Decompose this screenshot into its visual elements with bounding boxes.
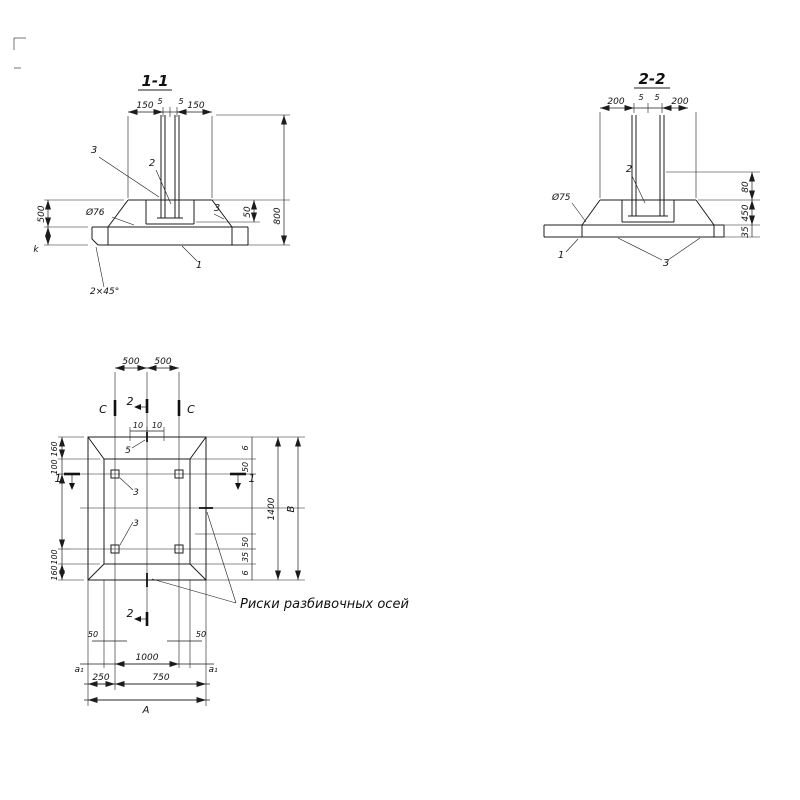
part-label-2: 2 <box>626 164 632 175</box>
cut-c-left-label: С <box>99 403 107 416</box>
dim-500-right: 500 <box>154 357 171 367</box>
dim-a1-left: а₁ <box>74 665 84 675</box>
dim-450: 450 <box>741 204 751 221</box>
section-1-1-top-dims: 150 5 5 150 <box>127 97 213 198</box>
part-label-1: 1 <box>558 250 564 261</box>
dim-250: 250 <box>92 673 109 683</box>
part-label-3b: 3 <box>133 519 139 529</box>
dim-35: 35 <box>241 552 250 562</box>
section-2-2: 2-2 200 5 5 200 <box>543 70 760 269</box>
dim-800: 800 <box>273 207 283 224</box>
cut-2-top-label: 2 <box>127 395 134 408</box>
cut-c-right-label: С <box>187 403 195 416</box>
dim-6-bottom: 6 <box>241 570 250 575</box>
part-label-3b: 3 <box>214 203 220 214</box>
part-label-3a: 3 <box>91 145 97 156</box>
dim-B: В <box>286 505 297 512</box>
dim-50: 50 <box>243 206 253 218</box>
section-2-2-title: 2-2 <box>638 70 665 88</box>
part-label-1: 1 <box>196 260 202 271</box>
section-1-1: 1-1 150 5 5 150 <box>33 72 290 297</box>
plan-right-dims: 6 50 50 35 6 1400 В <box>190 436 305 581</box>
plan-view: 500 500 С С 2 2 <box>50 357 409 716</box>
section-1-1-right-dims: 50 800 <box>196 114 290 246</box>
section-1-1-title: 1-1 <box>141 72 168 90</box>
dim-750: 750 <box>152 673 169 683</box>
dim-5-right: 5 <box>654 93 659 102</box>
dim-150-left: 150 <box>136 101 153 111</box>
part-label-2: 2 <box>149 158 155 169</box>
section-1-1-anchor-bolts <box>157 115 183 219</box>
dim-1400: 1400 <box>267 497 277 520</box>
dim-35: 35 <box>741 226 751 238</box>
plan-cut-1: 1 1 <box>55 472 256 490</box>
chamfer-label: 2×45° <box>90 287 119 297</box>
cut-1-left-label: 1 <box>55 472 62 485</box>
plan-bottom-dims: 50 50 а₁ 1000 а₁ 250 750 А <box>74 580 218 716</box>
dim-150-right: 150 <box>187 101 204 111</box>
part-label-3a: 3 <box>133 488 139 498</box>
plan-10-dims: 10 10 <box>129 421 165 441</box>
section-2-2-body <box>543 199 725 238</box>
section-1-1-callouts: 3 2 3 1 Ø76 2×45° <box>85 145 225 297</box>
dim-160-bottom: 160 <box>50 565 59 580</box>
dim-50-bottom: 50 <box>241 537 250 547</box>
plan-note: Риски разбивочных осей <box>151 511 409 612</box>
section-2-2-top-dims: 200 5 5 200 <box>599 93 697 198</box>
dim-100-bottom: 100 <box>50 549 59 564</box>
dim-50-top: 50 <box>241 462 250 472</box>
frame-marks <box>13 37 26 69</box>
plan-top-dims: 500 500 <box>114 357 180 400</box>
dim-100-top: 100 <box>50 459 59 474</box>
cut-2-bottom-label: 2 <box>127 607 134 620</box>
dim-dia76: Ø76 <box>85 207 105 218</box>
dim-500-left: 500 <box>122 357 139 367</box>
plan-body <box>70 432 305 587</box>
dim-5-left: 5 <box>638 93 643 102</box>
part-label-5: 5 <box>125 446 131 456</box>
dim-6-top: 6 <box>241 445 250 450</box>
dim-80: 80 <box>741 181 751 193</box>
dim-200-left: 200 <box>607 97 624 107</box>
plan-callouts: 5 3 3 <box>119 439 146 546</box>
section-1-1-body <box>91 199 249 246</box>
dim-10-right: 10 <box>152 421 162 430</box>
dim-10-left: 10 <box>133 421 143 430</box>
dim-a1-right: а₁ <box>208 665 218 675</box>
plan-cut-c: С С <box>99 400 195 637</box>
dim-50-bl: 50 <box>88 630 98 639</box>
plan-left-dims: 160 100 100 160 <box>50 436 100 581</box>
section-2-2-callouts: Ø75 2 1 3 <box>551 164 701 269</box>
section-1-1-left-dims: 500 k <box>33 199 124 255</box>
dim-200-right: 200 <box>671 97 688 107</box>
section-2-2-anchor-bolts <box>628 115 668 217</box>
dim-5-left: 5 <box>157 97 162 106</box>
part-label-3: 3 <box>663 258 669 269</box>
dim-1000: 1000 <box>136 653 159 663</box>
dim-k: k <box>33 245 39 255</box>
dim-500: 500 <box>37 205 47 222</box>
dim-160-top: 160 <box>50 441 59 456</box>
axes-marks-note: Риски разбивочных осей <box>240 597 409 612</box>
dim-A: А <box>142 705 150 716</box>
section-2-2-right-dims: 80 450 35 <box>666 171 760 238</box>
dim-5-right: 5 <box>178 97 183 106</box>
dim-50-br: 50 <box>196 630 206 639</box>
dim-dia75: Ø75 <box>551 192 571 203</box>
